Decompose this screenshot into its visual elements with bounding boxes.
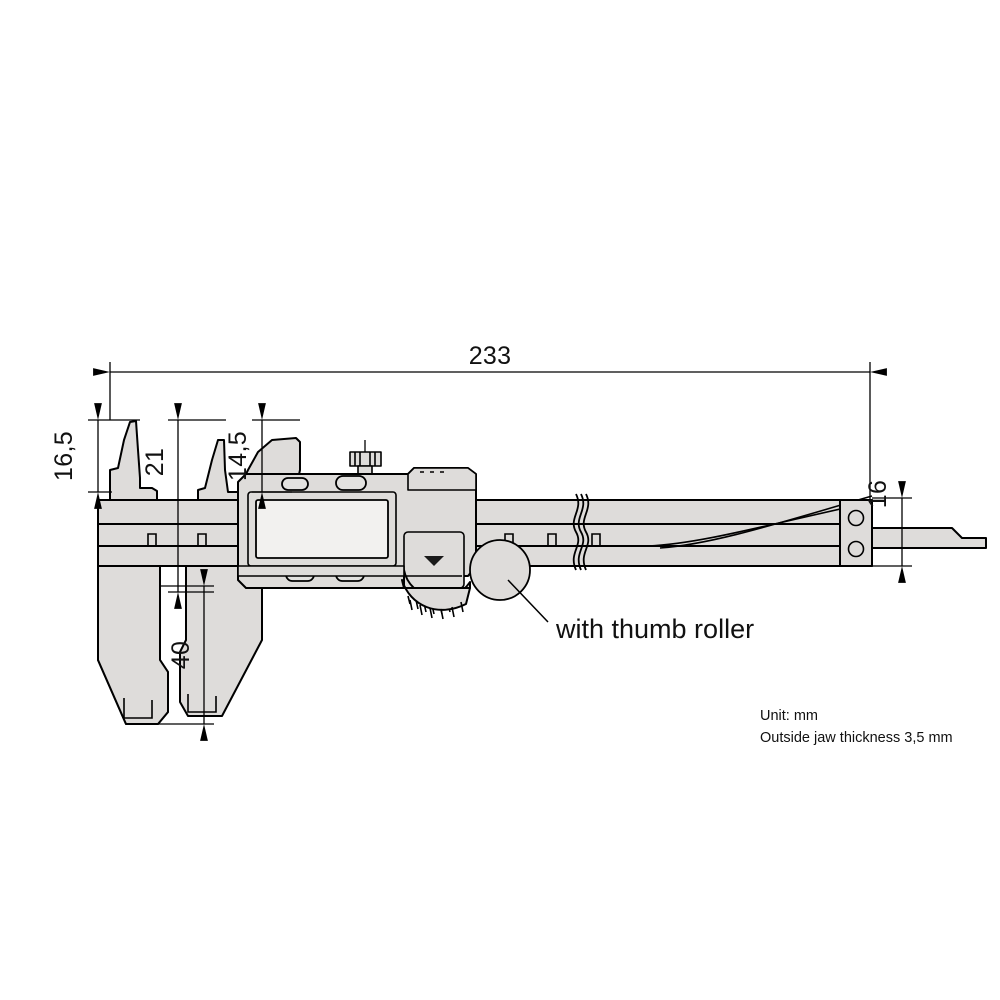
dimension-label-beam-height: 16 xyxy=(864,480,892,508)
button-upper-right[interactable] xyxy=(335,475,367,491)
dimension-jaw-depth: 40 xyxy=(148,569,214,741)
dimension-upper-jaw-left: 16,5 xyxy=(50,403,140,509)
beam-end-block xyxy=(839,499,873,567)
dimension-inside-jaw: 21 xyxy=(141,403,226,609)
dimension-label-jaw-depth: 40 xyxy=(167,641,195,669)
dimension-label-upper-jaw-left: 16,5 xyxy=(50,431,78,481)
note-jaw-thickness: Outside jaw thickness 3,5 mm xyxy=(760,730,953,746)
direction-triangle-icon xyxy=(424,556,444,566)
depth-bar xyxy=(871,527,987,549)
callout-label-thumb-roller: with thumb roller xyxy=(555,614,754,644)
dimension-label-slider-jaw: 14,5 xyxy=(224,431,252,481)
button-upper-left[interactable] xyxy=(281,477,309,491)
dimension-beam-height: 16 xyxy=(864,480,912,583)
thumb-roller[interactable] xyxy=(401,569,471,620)
dimension-label-total-length: 233 xyxy=(469,342,512,370)
dimension-slider-jaw: 14,5 xyxy=(224,403,300,509)
notes-block: Unit: mm Outside jaw thickness 3,5 mm xyxy=(760,708,953,746)
thumb-roller-detail-circle xyxy=(469,539,531,601)
dimension-label-inside-jaw: 21 xyxy=(141,448,169,476)
digital-display-head xyxy=(237,440,477,620)
lcd-display xyxy=(255,499,389,559)
break-line xyxy=(572,493,590,571)
callout-thumb-roller: with thumb roller xyxy=(469,539,754,644)
dimension-total-length: 233 xyxy=(93,342,887,500)
note-unit: Unit: mm xyxy=(760,708,818,724)
